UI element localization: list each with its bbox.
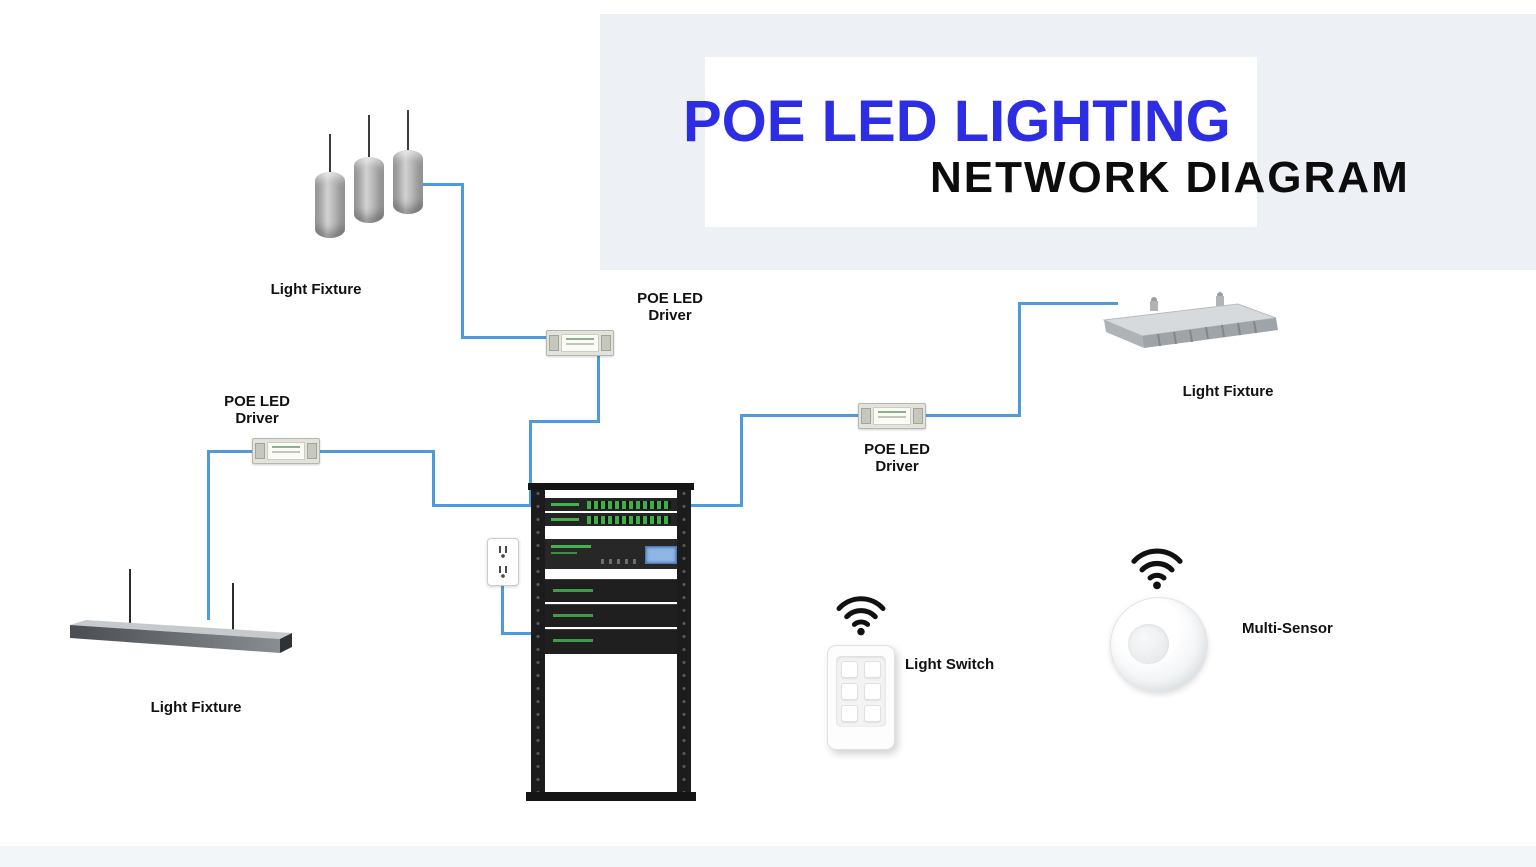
multi-sensor-label: Multi-Sensor <box>1242 620 1333 637</box>
wifi-icon <box>834 592 888 641</box>
sensor-lens <box>1128 624 1169 664</box>
fixture-end-cap <box>280 633 292 653</box>
connection-line <box>432 504 534 507</box>
switch-button <box>841 661 858 678</box>
poe-driver-right-label: POE LED Driver <box>864 441 930 475</box>
diagram-title: POE LED LIGHTING <box>683 89 1231 154</box>
connection-line <box>597 355 600 423</box>
outlet-socket <box>497 545 509 559</box>
network-rack <box>526 483 696 801</box>
connection-line <box>501 584 504 635</box>
rack-rail <box>677 483 691 801</box>
driver-terminal <box>549 335 559 351</box>
rack-power-unit <box>545 604 677 627</box>
switch-ports <box>587 515 671 524</box>
connection-line <box>423 183 464 186</box>
connection-line <box>461 336 548 339</box>
pendant-stem <box>368 115 370 157</box>
connection-line <box>207 450 255 453</box>
connection-line <box>740 414 743 507</box>
pendant-light-fixture <box>300 105 440 245</box>
wifi-icon <box>1129 544 1185 595</box>
linear-fixture-label: Light Fixture <box>150 699 242 716</box>
pendant-stem <box>329 134 331 172</box>
connection-line <box>461 183 464 339</box>
pendant-stem <box>407 110 409 150</box>
poe-led-driver-left <box>252 438 320 464</box>
switch-ports <box>587 500 671 509</box>
fixture-fins <box>1157 320 1257 347</box>
rack-frame-bottom <box>526 792 696 801</box>
switch-button <box>864 705 881 722</box>
bottom-strip <box>0 846 1536 867</box>
pendant-fixture-label: Light Fixture <box>270 281 362 298</box>
switch-button <box>841 683 858 700</box>
fixture-front-face <box>70 625 280 653</box>
light-switch-device <box>827 645 895 750</box>
diagram-subtitle: NETWORK DIAGRAM <box>930 153 1410 202</box>
connection-line <box>1018 302 1021 417</box>
pendant-cylinder <box>315 172 345 238</box>
title-box <box>705 57 1257 227</box>
multi-sensor-device <box>1110 597 1208 693</box>
connection-line <box>529 420 600 423</box>
driver-terminal <box>861 408 871 424</box>
connection-line <box>1018 302 1118 305</box>
driver-sticker <box>873 407 911 425</box>
linear-light-fixture <box>70 569 292 653</box>
switch-button <box>864 661 881 678</box>
controller-label-print <box>551 552 577 554</box>
driver-terminal <box>307 443 317 459</box>
controller-label-print <box>551 545 591 548</box>
poe-driver-left-label: POE LED Driver <box>224 393 290 427</box>
driver-terminal <box>255 443 265 459</box>
wall-outlet <box>487 538 519 586</box>
fixture-bracket <box>1216 296 1224 306</box>
switch-button <box>864 683 881 700</box>
controller-unit <box>545 539 677 569</box>
poe-led-driver-top <box>546 330 614 356</box>
poe-led-driver-right <box>858 403 926 429</box>
switch-label-print <box>551 503 579 506</box>
fixture-end-cap <box>1104 320 1144 348</box>
pendant-cylinder <box>354 157 384 223</box>
switch-label-print <box>551 518 579 521</box>
controller-buttons <box>601 559 639 564</box>
poe-network-switch <box>545 498 677 511</box>
controller-lcd-screen <box>645 546 677 564</box>
rack-frame-top <box>528 483 694 490</box>
connection-line <box>432 450 435 507</box>
rack-rail <box>531 483 545 801</box>
connection-line <box>317 450 434 453</box>
poe-network-switch <box>545 513 677 526</box>
light-switch-label: Light Switch <box>905 656 995 673</box>
driver-terminal <box>601 335 611 351</box>
connection-line <box>740 414 860 417</box>
driver-sticker <box>267 442 305 460</box>
connection-line <box>501 632 534 635</box>
fixture-bracket <box>1150 301 1158 311</box>
connection-line <box>529 420 532 507</box>
poe-driver-top-label: POE LED Driver <box>637 290 703 324</box>
driver-sticker <box>561 334 599 352</box>
rack-power-unit <box>545 579 677 602</box>
fixture-top-face <box>70 620 292 639</box>
outlet-socket <box>497 565 509 579</box>
rack-power-unit <box>545 629 677 654</box>
highbay-fixture-label: Light Fixture <box>1182 383 1274 400</box>
highbay-light-fixture <box>1102 292 1278 348</box>
driver-terminal <box>913 408 923 424</box>
connection-line <box>691 504 741 507</box>
connection-line <box>207 450 210 620</box>
light-switch-panel <box>836 656 886 727</box>
switch-button <box>841 705 858 722</box>
pendant-cylinder <box>393 150 423 214</box>
connection-line <box>924 414 1020 417</box>
